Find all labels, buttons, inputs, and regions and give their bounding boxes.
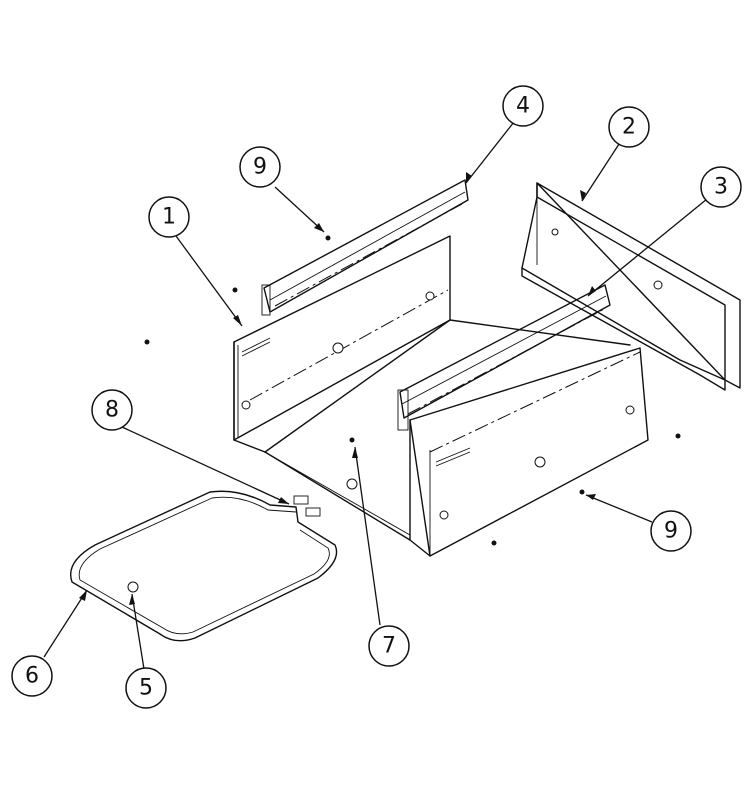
callout-5-label: 5 <box>139 676 153 701</box>
callout-4: 4 <box>502 85 544 127</box>
bottom-pan <box>264 319 631 541</box>
callout-1: 1 <box>148 196 190 238</box>
callout-9-right-label: 9 <box>664 519 678 544</box>
left-side-panel <box>233 235 451 453</box>
callout-7: 7 <box>368 625 410 667</box>
heating-element <box>70 490 338 642</box>
callout-9-right: 9 <box>650 510 692 552</box>
callout-5: 5 <box>125 667 167 709</box>
callout-6: 6 <box>11 655 53 697</box>
callout-6-label: 6 <box>25 664 39 689</box>
slide-rail-right <box>397 284 611 431</box>
callout-8: 8 <box>91 389 133 431</box>
back-panel <box>521 182 741 391</box>
callout-9-top-label: 9 <box>253 155 267 180</box>
callout-1-label: 1 <box>162 205 176 230</box>
callout-4-label: 4 <box>516 94 530 119</box>
arrowheads <box>79 172 596 605</box>
callout-7-label: 7 <box>382 634 396 659</box>
screws <box>144 235 681 546</box>
callout-9-top: 9 <box>239 146 281 188</box>
callout-8-label: 8 <box>105 398 119 423</box>
callout-3-label: 3 <box>714 175 728 200</box>
callout-2: 2 <box>608 106 650 148</box>
slide-rail-left <box>261 179 469 316</box>
right-side-panel <box>409 347 649 557</box>
leader-lines <box>43 121 708 670</box>
callout-2-label: 2 <box>622 115 636 140</box>
callout-3: 3 <box>700 166 742 208</box>
